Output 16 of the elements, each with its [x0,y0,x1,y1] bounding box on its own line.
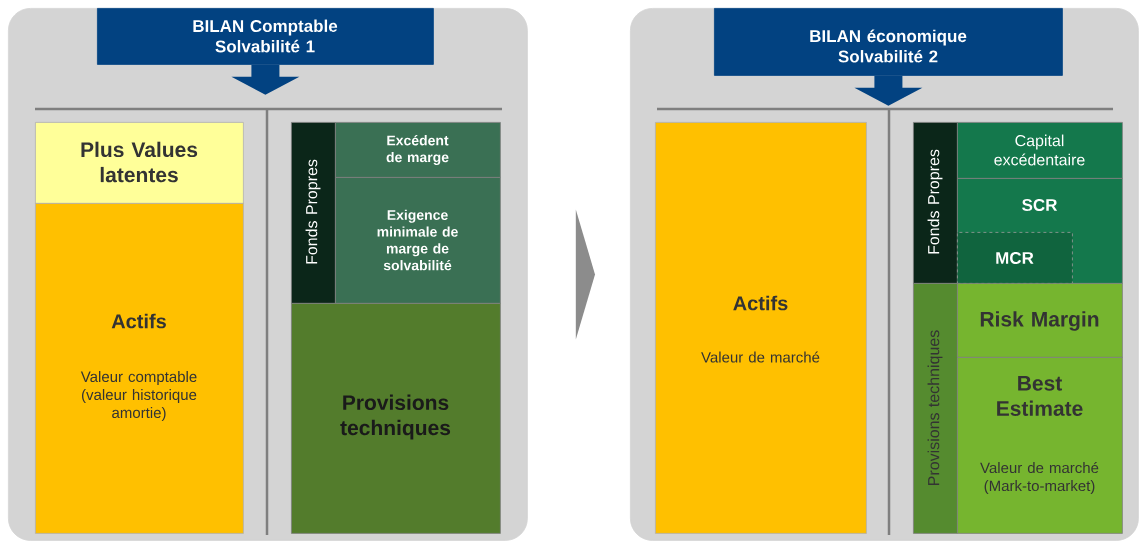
balance-block: Capital excédentaire [957,122,1123,179]
balance-block: Actifs Valeur de marché [655,122,867,534]
balance-block: Actifs Valeur comptable (valeur historique amortie) [35,203,244,534]
balance-block: Plus Values latentes [35,122,244,204]
block-arrow [231,64,300,95]
balance-block: Provisions techniques [291,303,501,534]
block-arrow [854,75,923,106]
side-label-bar: Fonds Propres [291,122,336,304]
header-banner: BILAN économique Solvabilité 2 [714,8,1063,76]
side-label-bar: Provisions techniques [913,283,958,534]
chevron-arrow [575,209,595,340]
side-label-bar: Fonds Propres [913,122,958,284]
balance-block: Excédent de marge [335,122,501,178]
header-banner: BILAN Comptable Solvabilité 1 [97,8,434,65]
dashed-block: MCR [957,232,1073,284]
balance-block: Risk Margin [957,283,1123,358]
